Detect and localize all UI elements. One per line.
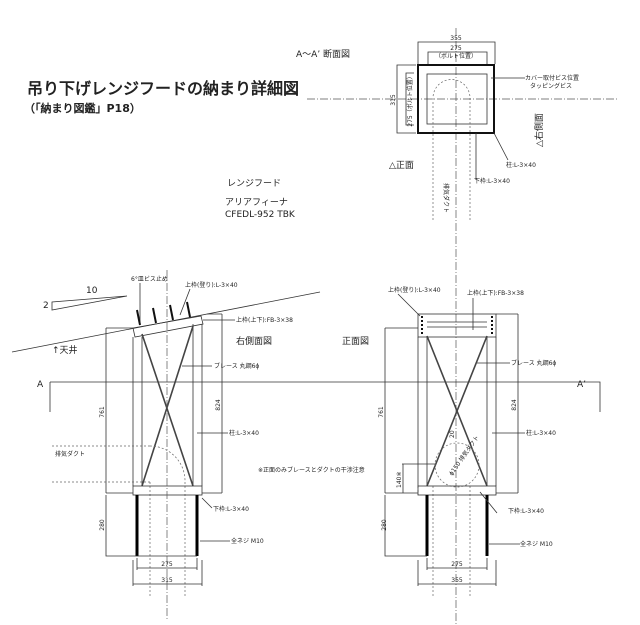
- screws: [136, 301, 191, 326]
- drawing-title: 吊り下げレンジフードの納まり詳細図: [27, 79, 299, 98]
- product-model: CFEDL-952 TBK: [225, 210, 296, 220]
- top-frame-climb: 上枠(登り):L-3×40: [185, 281, 238, 289]
- screw-note: 6°皿ビス止め: [131, 275, 168, 283]
- dim-355: 355: [450, 35, 462, 42]
- mark-a-prime: A’: [577, 380, 586, 390]
- dim-275-side: 275: [161, 561, 173, 568]
- bottom-frame-label: 下枠:L-3×40: [474, 177, 510, 185]
- top-frame-climb-front: 上枠(登り):L-3×40: [388, 286, 441, 294]
- product-name: アリアフィーナ: [225, 197, 288, 208]
- duct-circle-label: ϕ150 排気ダクト: [447, 434, 481, 477]
- dim-355-front: 355: [451, 577, 463, 584]
- right-side-mark: △右側面: [533, 113, 545, 147]
- bottom-frame-label-front: 下枠:L-3×40: [508, 507, 544, 515]
- post-label-front: 柱:L-3×40: [526, 429, 556, 437]
- dim-761: 761: [99, 406, 106, 418]
- product-category: レンジフード: [227, 179, 281, 189]
- top-frame-front: [417, 313, 497, 338]
- rod-label-front: 全ネジ M10: [520, 540, 553, 548]
- dim-left-315: 315: [390, 94, 397, 106]
- dim-left-275: 275（ボルト位置）: [406, 73, 414, 126]
- side-frame-lines: [105, 313, 223, 494]
- section-cut-line: [49, 381, 601, 412]
- section-view: A～A’ 断面図 355 275 （ボルト位置） 315 275（ボルト位置） …: [296, 28, 618, 625]
- top-frame: [132, 315, 204, 338]
- dim-280: 280: [99, 519, 106, 531]
- front-view: 上枠(登り):L-3×40 上枠(上下):FB-3×38 正面図 ブレース 丸鋼…: [342, 286, 556, 597]
- dim-275: 275: [450, 45, 462, 52]
- dim-824-front: 824: [511, 399, 518, 411]
- cover-screw-label: カバー取付ビス位置: [525, 74, 579, 82]
- tapping-screw-label: タッピングビス: [530, 82, 572, 90]
- slope-triangle: [51, 295, 128, 311]
- top-frame-updown-front: 上枠(上下):FB-3×38: [467, 289, 524, 297]
- dim-280-front: 280: [381, 519, 388, 531]
- duct-label-side: 排気ダクト: [55, 450, 85, 458]
- post-label-side: 柱:L-3×40: [229, 429, 259, 437]
- front-view-title: 正面図: [342, 336, 369, 347]
- section-title: A～A’ 断面図: [296, 48, 350, 60]
- rod-label-side: 全ネジ M10: [231, 537, 264, 545]
- side-view-title: 右側面図: [236, 335, 272, 347]
- duct-lines: [52, 445, 186, 597]
- interference-note: ※正面のみブレースとダクトの干渉注意: [258, 466, 365, 474]
- ceiling-label: ↑天井: [52, 344, 78, 356]
- dim-761-front: 761: [378, 406, 385, 418]
- drawing-subtitle: （「納まり図鑑」P18）: [24, 101, 141, 115]
- bottom-frame-label-side: 下枠:L-3×40: [213, 505, 249, 513]
- dim-lines-left: [396, 64, 416, 134]
- brace-label: ブレース 丸鋼6ϕ: [214, 362, 259, 370]
- dim-20: 20: [449, 430, 456, 438]
- duct-label: 排気ダクト: [442, 183, 450, 213]
- side-view: 10 2 ↑天井 6°皿ビス止め 上枠(登り):L-3×40 上枠(上下):FB…: [11, 270, 321, 620]
- section-frame: [417, 64, 495, 134]
- bottom-frame-front: [417, 485, 497, 496]
- mark-a: A: [37, 380, 44, 390]
- post-label: 柱:L-3×40: [506, 161, 536, 169]
- bottom-frame: [132, 485, 203, 496]
- dim-lines-top: [417, 41, 496, 64]
- bolt-note: （ボルト位置）: [435, 52, 477, 60]
- front-mark: △正面: [389, 160, 414, 171]
- brace-label-front: ブレース 丸鋼6ϕ: [511, 359, 556, 367]
- top-frame-updown: 上枠(上下):FB-3×38: [236, 316, 293, 324]
- duct-outline: [432, 79, 471, 220]
- slope-rise: 2: [43, 301, 49, 311]
- slope-run: 10: [86, 286, 98, 296]
- duct-circle: [434, 442, 480, 488]
- dim-315-side: 315: [161, 577, 173, 584]
- dim-824: 824: [215, 399, 222, 411]
- section-inner: [426, 73, 488, 125]
- dim-275-front: 275: [451, 561, 463, 568]
- dim-140: 140※: [396, 472, 403, 488]
